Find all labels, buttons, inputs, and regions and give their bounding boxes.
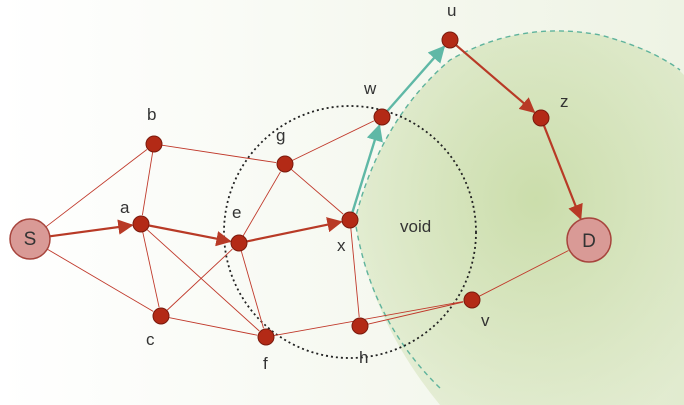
edge-a-e (148, 224, 232, 247)
node-circle-w (373, 108, 391, 126)
edge-g-w (292, 120, 375, 161)
node-label-e: e (232, 203, 241, 222)
node-c: c (146, 307, 170, 349)
node-b: b (145, 105, 163, 153)
node-label-x: x (337, 236, 346, 255)
edge-f-v (273, 301, 464, 337)
edge-S-c (46, 248, 154, 312)
edge-e-f (240, 250, 264, 329)
edge-h-v (367, 301, 464, 325)
edge-S-b (45, 149, 148, 228)
node-circle-f (257, 328, 275, 346)
node-circle-b (145, 135, 163, 153)
node-label-b: b (147, 105, 156, 124)
node-circle-u (441, 31, 459, 49)
node-label-S: S (24, 229, 37, 250)
void-label: void (400, 217, 431, 236)
edge-z-D (542, 124, 583, 221)
edge-u-z (455, 44, 536, 114)
node-circle-e (230, 234, 248, 252)
void-boundary-dashed (354, 30, 681, 389)
node-w: w (363, 79, 391, 126)
edges (45, 44, 583, 337)
node-label-f: f (263, 354, 268, 373)
node-circle-S (9, 218, 51, 260)
node-z: z (532, 92, 569, 127)
node-label-g: g (276, 126, 285, 145)
edge-e-x (246, 217, 343, 243)
node-circle-x (341, 211, 359, 229)
node-label-D: D (582, 231, 596, 252)
edge-c-f (168, 317, 258, 336)
node-S: S (9, 218, 51, 260)
node-f: f (257, 328, 275, 373)
node-circle-v (463, 291, 481, 309)
node-e: e (230, 203, 248, 252)
node-g: g (276, 126, 294, 173)
edge-c-e (166, 248, 233, 311)
node-circle-z (532, 109, 550, 127)
edge-a-f (146, 229, 260, 332)
edge-x-h (350, 227, 360, 318)
node-u: u (441, 1, 459, 49)
nodes: S Da b c e f g x w h u z v (9, 1, 612, 373)
node-h: h (351, 317, 369, 367)
edge-a-c (142, 231, 160, 308)
node-label-v: v (481, 311, 490, 330)
node-label-u: u (447, 1, 456, 20)
node-label-a: a (120, 198, 130, 217)
edge-g-x (290, 168, 344, 215)
node-v: v (463, 291, 490, 330)
node-label-z: z (560, 92, 569, 111)
node-circle-h (351, 317, 369, 335)
node-label-h: h (359, 348, 368, 367)
node-label-w: w (363, 79, 377, 98)
node-circle-D (566, 217, 612, 263)
edge-b-g (161, 144, 277, 164)
node-circle-c (152, 307, 170, 325)
node-circle-g (276, 155, 294, 173)
node-D: D (566, 217, 612, 263)
node-label-c: c (146, 330, 155, 349)
void-region (355, 30, 684, 405)
edge-w-u (386, 45, 446, 112)
edge-x-w (351, 123, 383, 213)
edge-e-g (242, 171, 281, 237)
node-x: x (337, 211, 359, 255)
node-circle-a (132, 215, 150, 233)
node-a: a (120, 198, 150, 233)
edge-b-a (141, 151, 154, 216)
edge-S-a (49, 219, 134, 238)
edge-v-D (478, 250, 569, 297)
